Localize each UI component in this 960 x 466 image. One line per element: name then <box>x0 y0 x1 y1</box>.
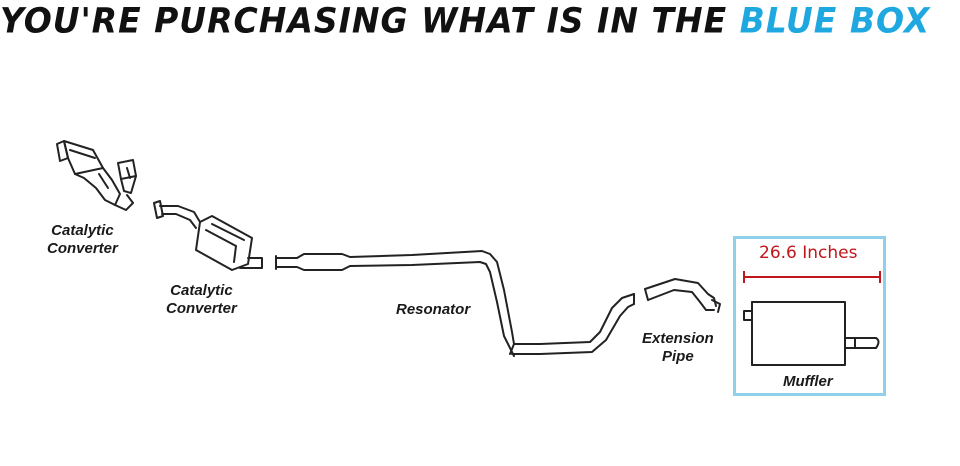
catalytic-converter-2-line2: Converter <box>166 300 237 317</box>
extension-pipe-label: Extension Pipe <box>642 330 714 366</box>
catalytic-converter-1-label: Catalytic Converter <box>47 222 118 258</box>
measurement-label: 26.6 Inches <box>759 243 858 263</box>
catalytic-converter-2-line1: Catalytic <box>170 282 233 299</box>
catalytic-converter-2-drawing <box>153 200 263 271</box>
blue-highlight-box <box>733 236 886 396</box>
muffler-drawing <box>743 301 880 366</box>
resonator-drawing <box>275 250 635 357</box>
measurement-line <box>743 271 881 283</box>
resonator-label: Resonator <box>396 301 471 318</box>
catalytic-converter-1-line2: Converter <box>47 240 118 257</box>
headline-prefix: YOU'RE PURCHASING WHAT IS IN THE <box>0 0 728 41</box>
catalytic-converter-1-drawing <box>56 140 137 211</box>
headline-accent: BLUE BOX <box>739 0 931 41</box>
catalytic-converter-1-line1: Catalytic <box>51 222 114 239</box>
extension-pipe-line1: Extension <box>642 330 714 347</box>
extension-pipe-line2: Pipe <box>662 348 694 365</box>
catalytic-converter-2-label: Catalytic Converter <box>166 282 237 318</box>
headline: YOU'RE PURCHASING WHAT IS IN THE BLUE BO… <box>0 0 960 46</box>
muffler-label: Muffler <box>783 373 833 390</box>
extension-pipe-drawing <box>644 278 721 313</box>
